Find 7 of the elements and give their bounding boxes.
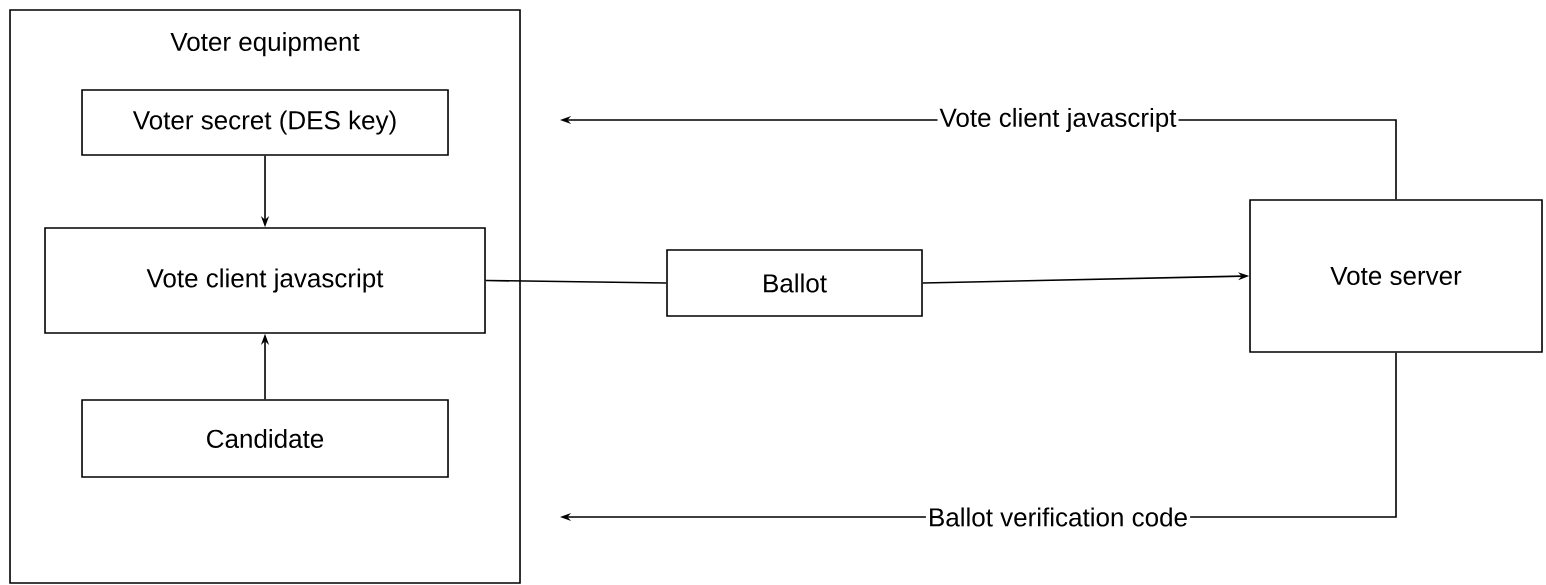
edge-label: Vote client javascript bbox=[937, 105, 1179, 135]
process-box: Ballot bbox=[666, 249, 923, 317]
process-box: Voter secret (DES key) bbox=[81, 89, 449, 156]
process-box: Vote server bbox=[1249, 199, 1543, 353]
process-box: Candidate bbox=[81, 399, 449, 478]
process-box: Vote client javascript bbox=[44, 227, 486, 334]
edge-label: Ballot verification code bbox=[925, 505, 1191, 529]
